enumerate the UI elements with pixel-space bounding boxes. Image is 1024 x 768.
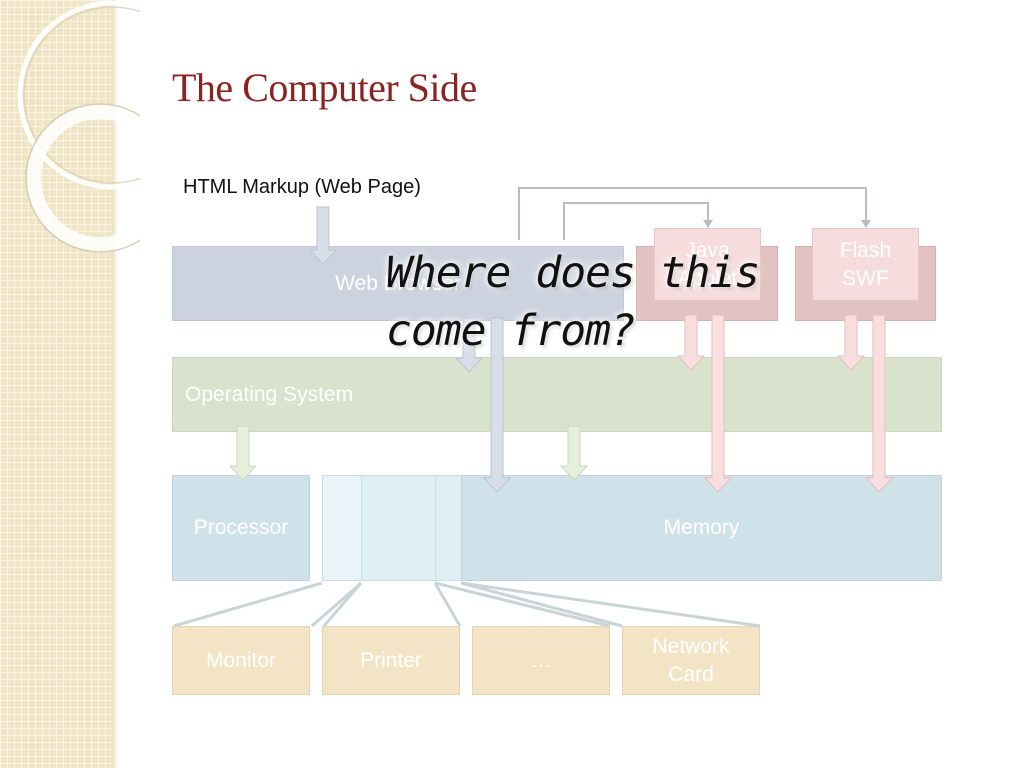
network-card-box: Network Card xyxy=(622,626,760,695)
io-line-monitor xyxy=(173,581,323,628)
io-line-printer-c xyxy=(433,582,462,627)
processor-box: Processor xyxy=(172,475,310,581)
flash-swf-box: Flash SWF xyxy=(812,228,919,301)
memory-slot-3 xyxy=(435,475,462,581)
html-markup-label: HTML Markup (Web Page) xyxy=(183,176,421,198)
io-line-network-b xyxy=(460,581,761,628)
os-to-memory-arrow xyxy=(559,425,589,481)
web-browser-box: Web Browser xyxy=(172,246,624,321)
printer-box: Printer xyxy=(322,626,460,695)
connector-arrowhead-java xyxy=(703,220,713,228)
monitor-box: Monitor xyxy=(172,626,310,695)
memory-slot-1 xyxy=(322,475,362,581)
connector-arrowhead-flash xyxy=(861,220,871,228)
memory-slot-2 xyxy=(361,475,436,581)
sidebar-edge xyxy=(112,0,118,768)
decorative-circles xyxy=(17,0,140,253)
operating-system-box: Operating System xyxy=(172,357,942,432)
slide-title: The Computer Side xyxy=(172,65,477,110)
os-to-processor-arrow xyxy=(228,425,258,481)
io-line-printer-b xyxy=(322,582,363,627)
io-line-printer-a xyxy=(311,581,362,628)
memory-box: Memory xyxy=(461,475,942,581)
callout-question: Where does this come from? xyxy=(386,248,760,356)
io-line-more xyxy=(434,581,611,628)
more-devices-box: … xyxy=(472,626,610,695)
java-applet-box: Java Applet xyxy=(654,228,761,301)
io-line-network-a xyxy=(460,581,623,628)
